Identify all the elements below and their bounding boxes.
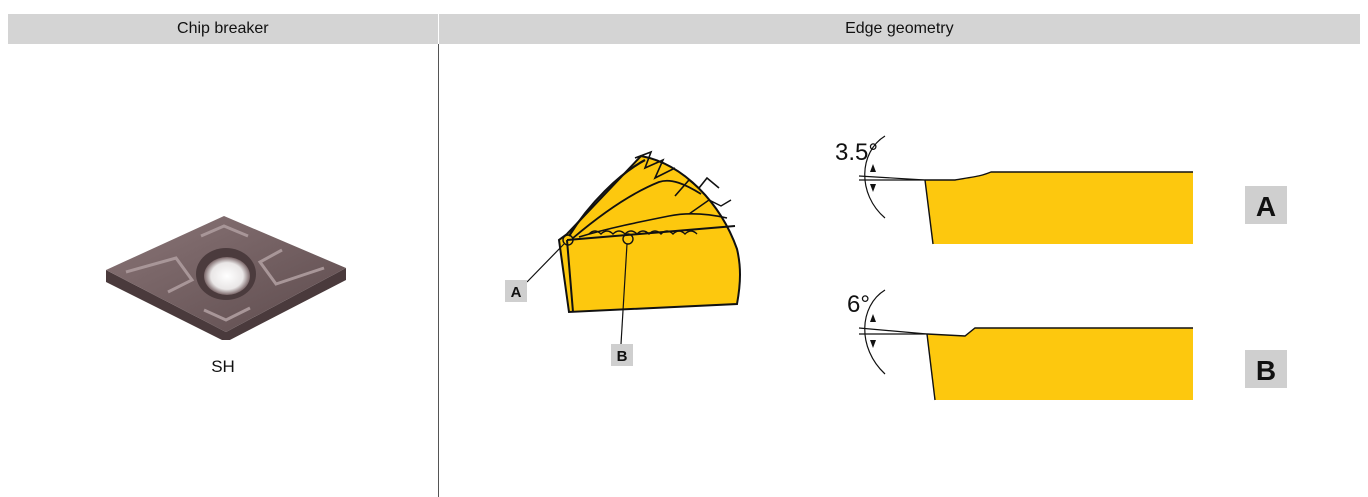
callout-b-label: B [617,348,628,365]
callout-a: A [505,280,527,302]
table-header: Chip breaker Edge geometry [8,14,1360,44]
header-separator [437,14,439,44]
profile-a-tag-label: A [1256,191,1276,222]
column-divider [438,44,439,497]
chip-breaker-label: SH [211,357,235,376]
profile-b-tag: B [1245,350,1287,388]
chip-breaker-cell: SH [8,44,438,497]
angle-a-label: 3.5° [835,139,878,166]
header-chip-breaker: Chip breaker [8,14,438,44]
callout-b: B [611,344,633,366]
header-edge-geometry: Edge geometry [438,14,1360,44]
edge-profile-a: 3.5° [835,135,1193,245]
rhombic-insert-icon [106,216,346,340]
profile-b-tag-label: B [1256,355,1276,386]
insert-corner-view [526,150,741,345]
callout-a-label: A [511,284,522,301]
angle-b-label: 6° [847,291,870,318]
profile-a-tag: A [1245,186,1287,224]
edge-profile-b: 6° [847,289,1193,401]
edge-geometry-cell: A B 3.5° A [505,135,1287,401]
